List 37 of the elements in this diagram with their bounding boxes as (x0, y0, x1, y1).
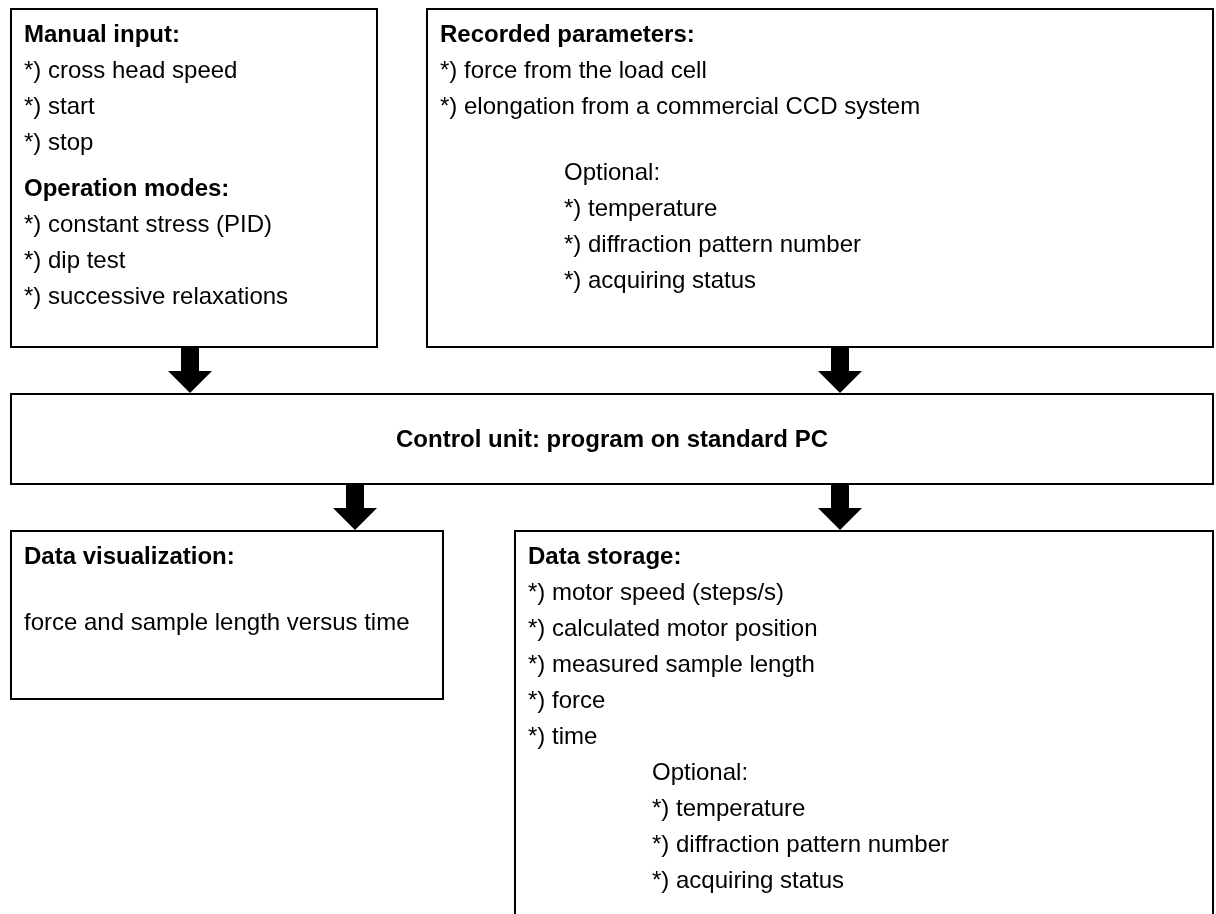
text-box (514, 530, 1214, 914)
text-line: *) force from the load cell (440, 55, 708, 85)
text-line: force and sample length versus time (24, 607, 411, 637)
text-line: Optional: (564, 157, 662, 187)
block-arrow (168, 348, 212, 393)
block-arrow (818, 485, 862, 530)
text-line: *) measured sample length (528, 649, 816, 679)
block-arrow (818, 348, 862, 393)
text-line: *) temperature (564, 193, 719, 223)
text-line: Optional: (652, 757, 750, 787)
text-line: *) force (528, 685, 607, 715)
text-line: *) stop (24, 127, 95, 157)
heading: Data storage: (528, 541, 683, 571)
text-box (426, 8, 1214, 348)
text-line: *) start (24, 91, 96, 121)
text-line: *) diffraction pattern number (564, 229, 863, 259)
heading: Operation modes: (24, 173, 231, 203)
text-box (10, 393, 1214, 485)
block-arrow (333, 485, 377, 530)
text-line: *) cross head speed (24, 55, 239, 85)
text-line: *) calculated motor position (528, 613, 819, 643)
text-line: *) dip test (24, 245, 127, 275)
text-line: *) motor speed (steps/s) (528, 577, 786, 607)
text-line: *) acquiring status (564, 265, 758, 295)
text-line: *) diffraction pattern number (652, 829, 951, 859)
text-box (10, 8, 378, 348)
text-line: *) time (528, 721, 599, 751)
heading: Recorded parameters: (440, 19, 696, 49)
text-line: *) acquiring status (652, 865, 846, 895)
heading: Manual input: (24, 19, 181, 49)
text-line: *) constant stress (PID) (24, 209, 274, 239)
heading: Control unit: program on standard PC (396, 424, 828, 454)
text-line: *) elongation from a commercial CCD system (440, 91, 922, 121)
heading: Data visualization: (24, 541, 236, 571)
text-box (10, 530, 444, 700)
text-line: *) successive relaxations (24, 281, 290, 311)
text-line: *) temperature (652, 793, 807, 823)
